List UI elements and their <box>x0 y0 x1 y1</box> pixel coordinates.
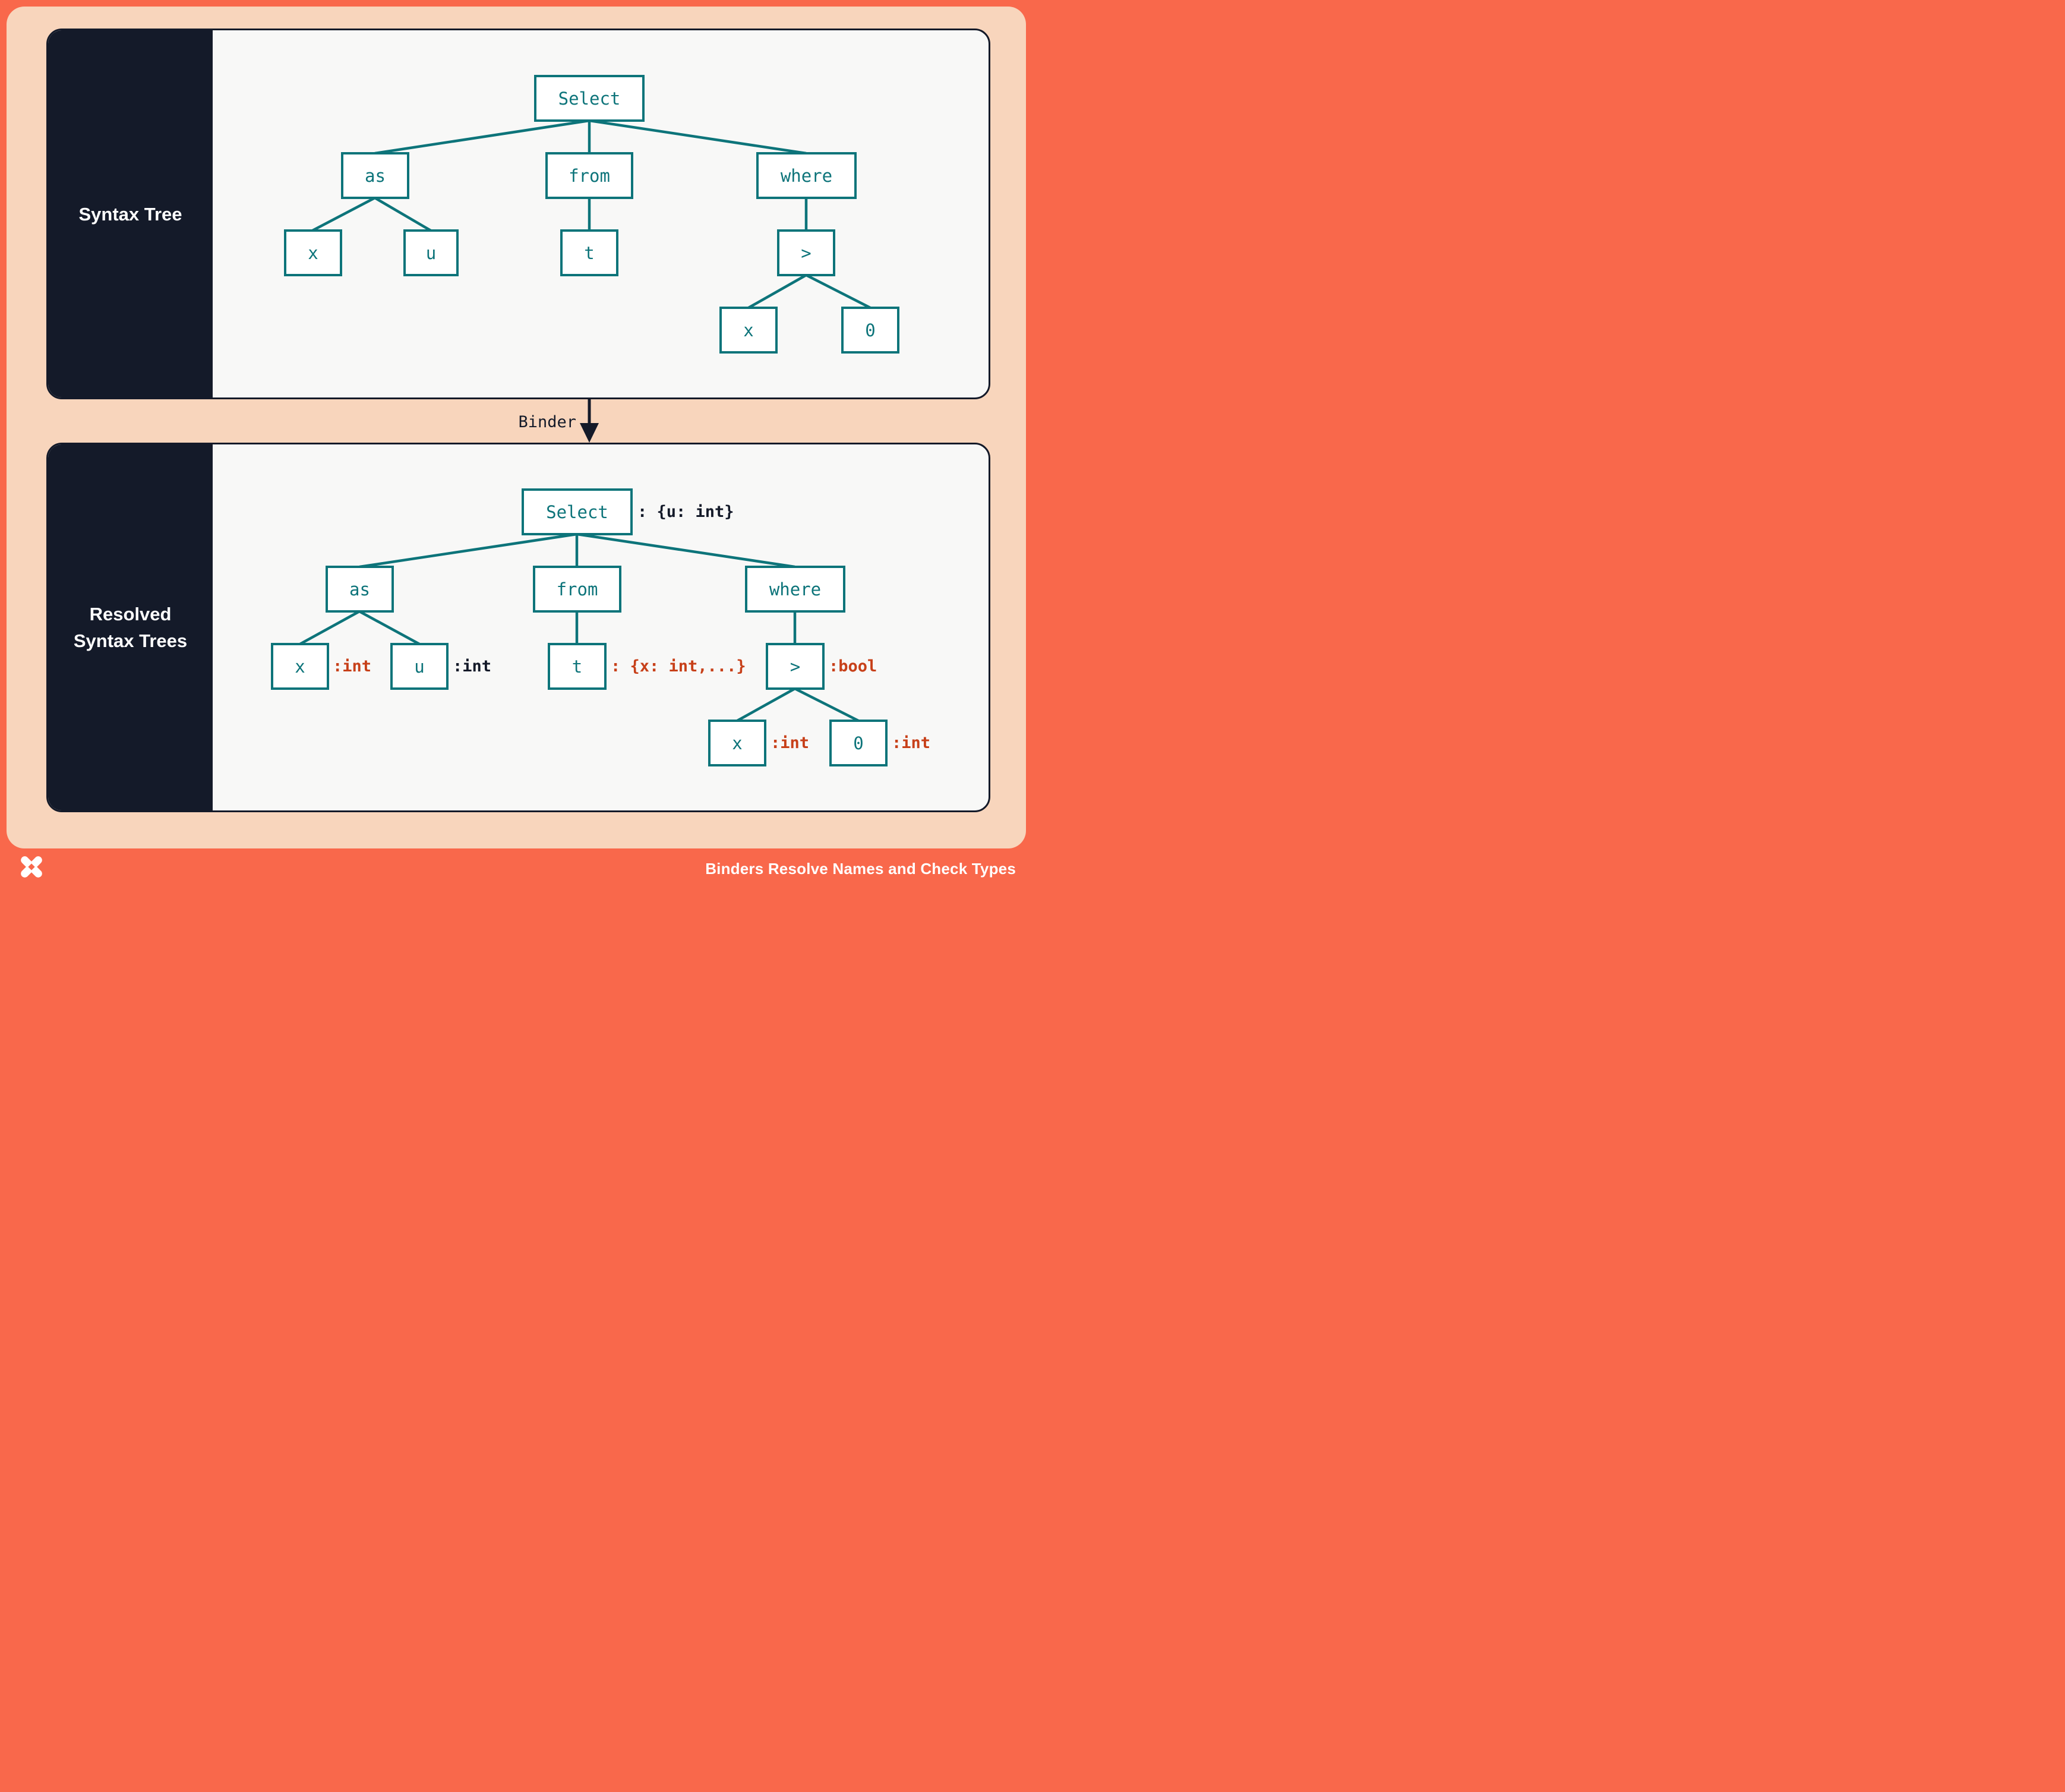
node-select: Select <box>534 75 645 122</box>
diagram-page: { "panels": { "syntax_tree": { "label": … <box>0 0 1032 896</box>
type-annotation-greater-than: :bool <box>829 657 877 676</box>
node-where: where <box>756 152 857 199</box>
node-t: t <box>560 229 618 276</box>
resolved-node-where: where <box>745 566 845 613</box>
type-annotation-u: :int <box>453 657 492 676</box>
resolved-node-t: t <box>548 643 607 690</box>
node-u: u <box>403 229 459 276</box>
panel-title-line1: Resolved <box>89 604 172 624</box>
resolved-node-x: x <box>271 643 329 690</box>
node-x: x <box>284 229 342 276</box>
footer-title: Binders Resolve Names and Check Types <box>705 860 1016 878</box>
resolved-node-u: u <box>390 643 449 690</box>
type-annotation-x: :int <box>333 657 372 676</box>
type-annotation-select: : {u: int} <box>637 503 734 521</box>
resolved-node-x-operand: x <box>708 720 766 766</box>
binder-label: Binder <box>518 413 576 431</box>
node-x-operand: x <box>719 307 778 354</box>
resolved-node-greater-than: > <box>766 643 825 690</box>
resolved-node-from: from <box>533 566 621 613</box>
type-annotation-t: : {x: int,...} <box>611 657 746 676</box>
node-greater-than: > <box>777 229 835 276</box>
panel-title-line2: Syntax Trees <box>73 630 188 651</box>
resolved-node-zero: 0 <box>829 720 888 766</box>
syntax-tree-panel: Syntax Tree <box>46 29 990 399</box>
syntax-tree-panel-title: Syntax Tree <box>48 30 213 397</box>
type-annotation-zero: :int <box>892 734 931 752</box>
type-annotation-x-operand: :int <box>771 734 810 752</box>
pinwheel-logo-icon <box>21 856 42 878</box>
resolved-panel-title: Resolved Syntax Trees <box>48 444 213 810</box>
node-from: from <box>545 152 633 199</box>
resolved-node-as: as <box>326 566 394 613</box>
resolved-node-select: Select <box>522 488 633 535</box>
node-as: as <box>341 152 409 199</box>
node-zero: 0 <box>841 307 899 354</box>
panel-title-text: Syntax Tree <box>78 203 182 225</box>
